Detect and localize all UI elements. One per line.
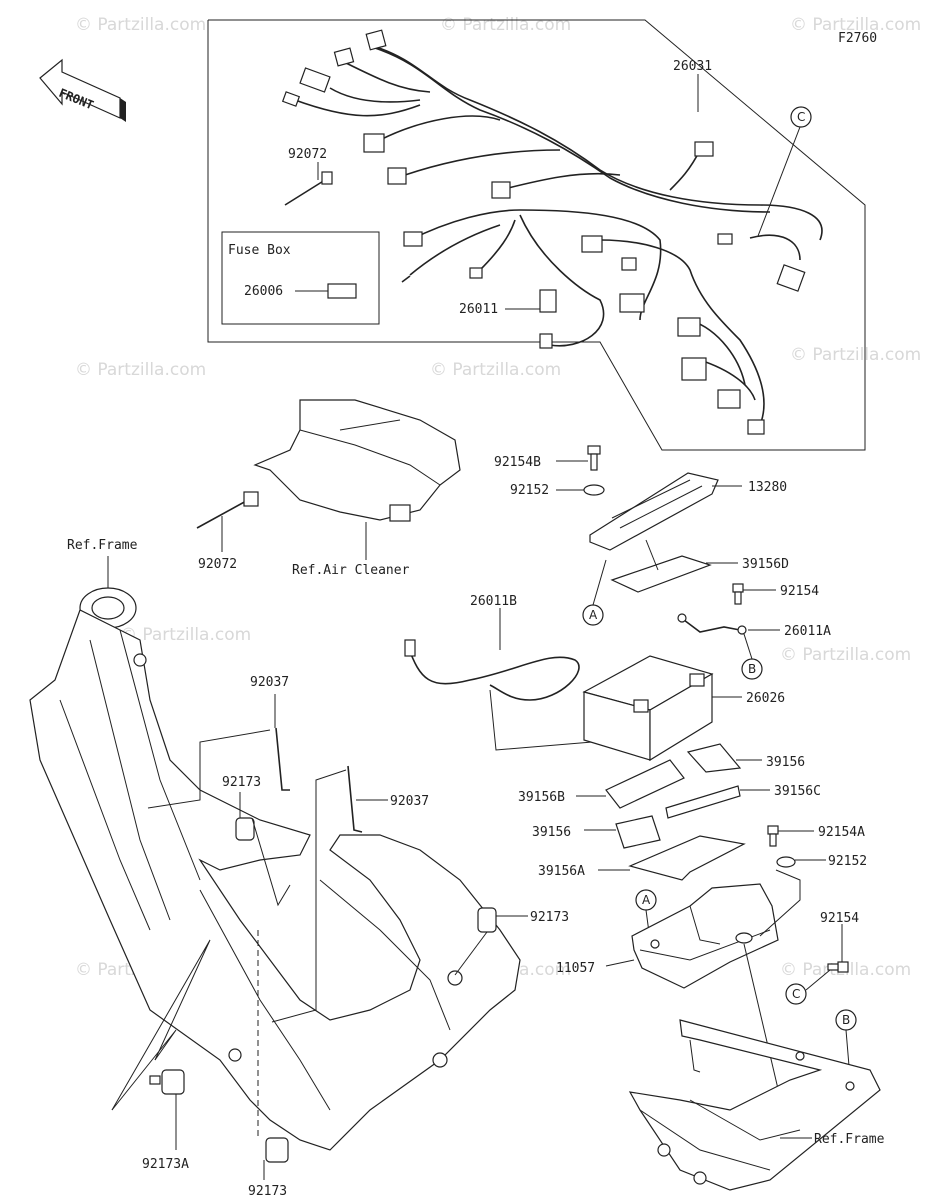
part-label-11057: 11057 <box>556 961 595 976</box>
leader-line <box>743 633 753 660</box>
clamp-92037-b <box>347 765 363 833</box>
watermark: © Partzilla.com <box>75 360 206 380</box>
part-label-92173-c: 92173 <box>248 1184 287 1199</box>
cable-tie-92072-top <box>284 162 333 206</box>
callout-c-label: C <box>797 110 805 124</box>
main-wiring-harness <box>294 44 823 426</box>
callout-b-label: B <box>842 1013 850 1027</box>
leader-line <box>592 559 607 606</box>
fuse-box-title: Fuse Box <box>228 243 291 258</box>
motorcycle-frame <box>29 587 521 1151</box>
part-label-26011: 26011 <box>459 302 498 317</box>
leader-line <box>111 939 211 1111</box>
collar-92152-bottom <box>776 856 796 868</box>
callout-c-top <box>790 106 812 128</box>
pad-39156-b <box>615 815 661 849</box>
ref-frame-label-left: Ref.Frame <box>67 538 138 553</box>
part-label-92152-top: 92152 <box>510 483 549 498</box>
part-label-92072-top: 92072 <box>288 147 327 162</box>
part-label-39156C: 39156C <box>774 784 821 799</box>
part-label-92154-bottom: 92154 <box>820 911 859 926</box>
callout-a-label: A <box>589 608 598 622</box>
leader-line <box>271 769 347 1023</box>
harness-connectors <box>281 29 806 435</box>
part-label-92173-a: 92173 <box>222 775 261 790</box>
ref-frame-label-right: Ref.Frame <box>814 1132 885 1147</box>
part-label-39156A: 39156A <box>538 864 585 879</box>
part-label-92154-top: 92154 <box>780 584 819 599</box>
clip-92173A <box>149 1069 185 1095</box>
watermark: © Partzilla.com <box>780 645 911 665</box>
part-label-39156D: 39156D <box>742 557 789 572</box>
callout-a-label: A <box>642 893 651 907</box>
part-label-92037-b: 92037 <box>390 794 429 809</box>
cable-26011B <box>404 639 580 701</box>
leader-line <box>147 729 271 809</box>
part-label-26011A: 26011A <box>784 624 831 639</box>
pad-39156C <box>665 785 741 819</box>
watermark: © Partzilla.com <box>75 15 206 35</box>
fuse-box-panel <box>221 231 380 325</box>
leader-line <box>605 959 635 967</box>
watermark: © Partzilla.com <box>440 15 571 35</box>
callout-c-bottom <box>785 983 807 1005</box>
watermark: © Partzilla.com <box>790 345 921 365</box>
part-label-26011B: 26011B <box>470 594 517 609</box>
callout-b-label: B <box>748 662 756 676</box>
fuse-part <box>327 283 357 299</box>
clip-92173-b <box>477 907 497 933</box>
battery-bracket-13280 <box>589 472 719 551</box>
part-label-39156-a: 39156 <box>766 755 805 770</box>
pad-39156-a <box>686 743 742 773</box>
battery-26026 <box>582 655 714 762</box>
leader-line <box>759 869 801 937</box>
leader-line <box>251 817 291 907</box>
clip-92173-c <box>265 1137 289 1163</box>
bolt-92154-top <box>732 583 744 605</box>
battery-case-11057 <box>631 883 779 989</box>
part-label-92154B: 92154B <box>494 455 541 470</box>
clamp-92037-a <box>275 727 290 791</box>
part-label-26031: 26031 <box>673 59 712 74</box>
pad-39156A <box>628 835 746 881</box>
figure-code: F2760 <box>838 31 877 46</box>
watermark: © Partzilla.com <box>120 625 251 645</box>
part-label-92037-a: 92037 <box>250 675 289 690</box>
part-label-92173-b: 92173 <box>530 910 569 925</box>
clip-92173-a <box>235 792 255 841</box>
leader-line <box>757 126 801 237</box>
ref-air-cleaner-label: Ref.Air Cleaner <box>292 563 410 578</box>
collar-92152-top <box>583 484 605 496</box>
part-label-92152-bottom: 92152 <box>828 854 867 869</box>
watermark: © Partzilla.com <box>430 360 561 380</box>
bolt-92154-bottom <box>827 961 849 973</box>
part-label-13280: 13280 <box>748 480 787 495</box>
front-direction-arrow: FRONT <box>39 58 126 122</box>
part-label-92154A: 92154A <box>818 825 865 840</box>
part-label-92072-mid: 92072 <box>198 557 237 572</box>
leader-line <box>111 1029 177 1111</box>
part-label-26026: 26026 <box>746 691 785 706</box>
part-label-26006: 26006 <box>244 284 283 299</box>
sub-frame-right <box>628 1019 881 1191</box>
part-label-39156-b: 39156 <box>532 825 571 840</box>
leader-line <box>805 969 831 991</box>
leader-line <box>454 931 488 976</box>
pad-39156B <box>605 759 685 809</box>
callout-c-label: C <box>792 987 800 1001</box>
cable-26011A <box>677 613 747 635</box>
leader-line <box>645 539 659 571</box>
harness-group-outline <box>207 19 866 451</box>
bolt-92154B <box>587 445 601 471</box>
bolt-92154A <box>767 825 779 847</box>
cable-tie-92072-mid <box>196 491 259 529</box>
part-label-92173A: 92173A <box>142 1157 189 1172</box>
air-cleaner-housing <box>253 399 461 522</box>
pad-39156D <box>610 555 712 593</box>
part-label-39156B: 39156B <box>518 790 565 805</box>
watermark: © Partzilla.com <box>790 15 921 35</box>
